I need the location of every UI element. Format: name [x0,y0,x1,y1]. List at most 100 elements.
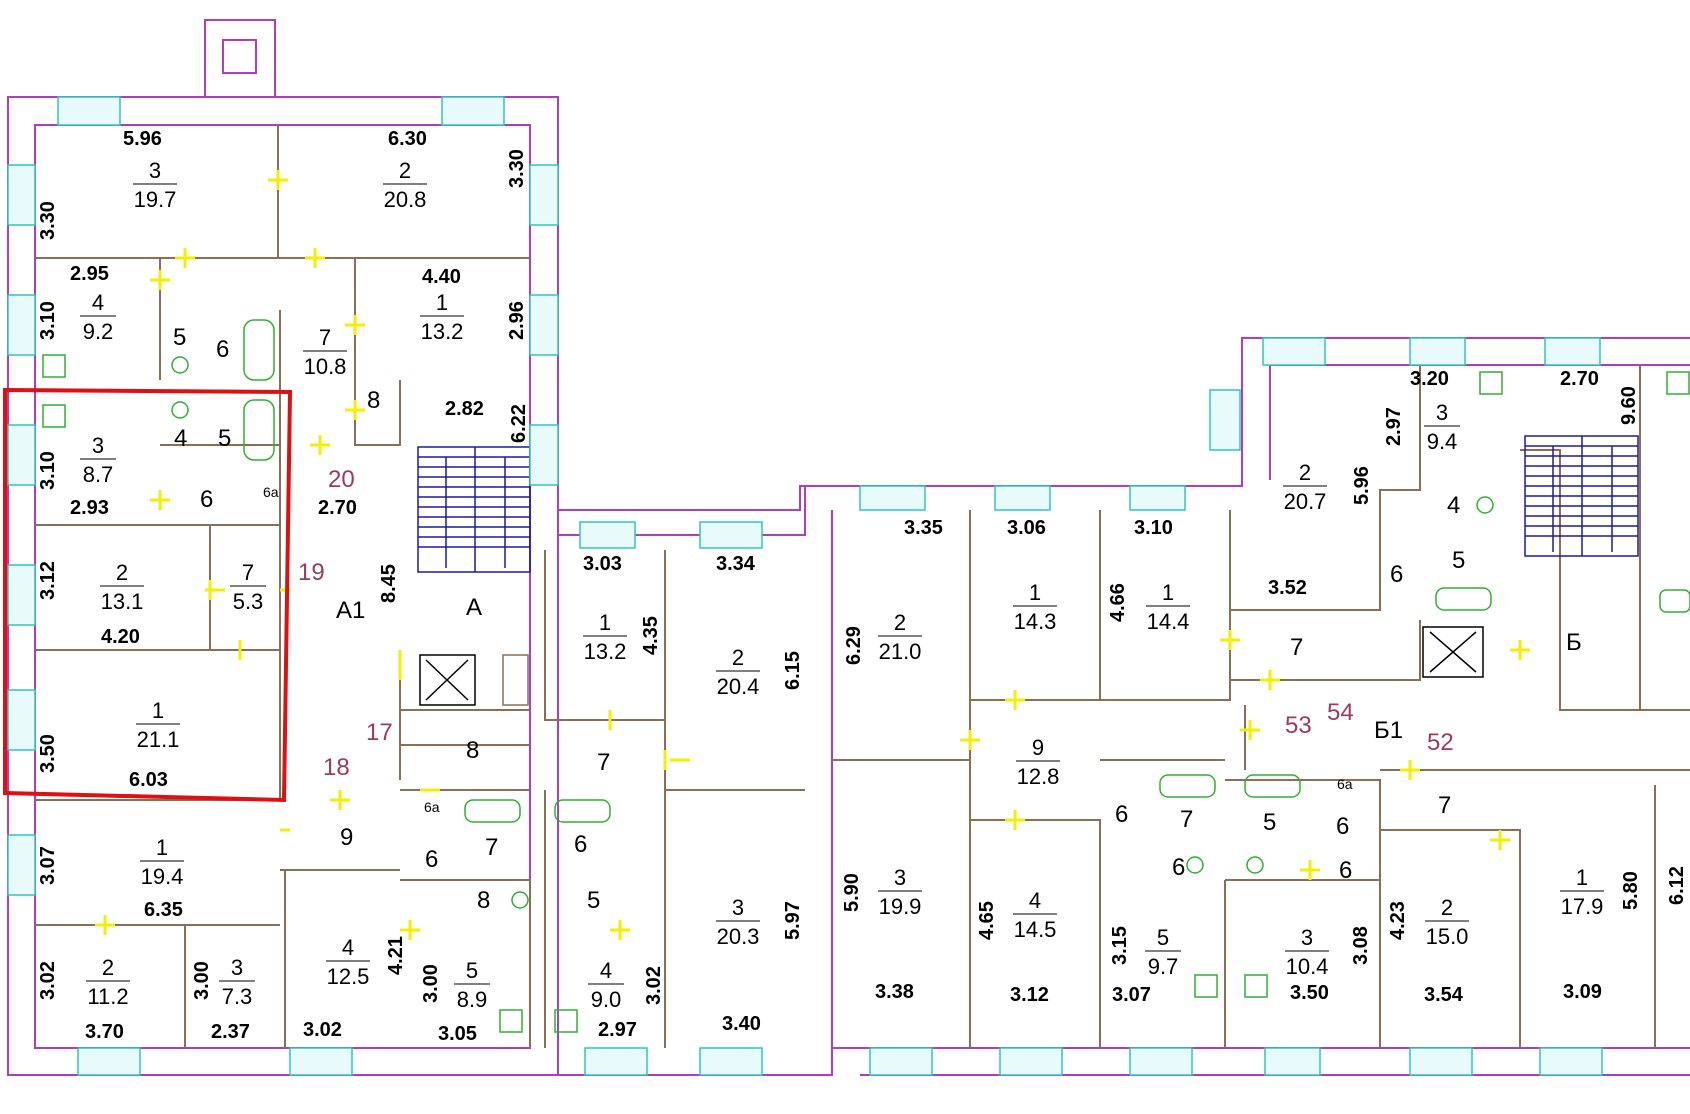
room-mark: 6 [425,846,438,873]
svg-text:9.4: 9.4 [1427,429,1458,454]
fixtures [42,319,1690,1033]
svg-text:3: 3 [92,433,104,458]
svg-text:3: 3 [894,865,906,890]
room-label: 414.5 [1013,888,1057,942]
svg-text:4: 4 [1029,888,1041,913]
room-label: 220.4 [716,645,760,699]
svg-text:5.3: 5.3 [233,589,264,614]
svg-text:2: 2 [732,645,744,670]
section-label: А [466,594,482,621]
lift-a [419,654,529,706]
dimension: 8.45 [378,564,400,603]
dimension: 9.60 [1618,386,1640,425]
room-mark: 6а [424,799,440,815]
svg-text:10.4: 10.4 [1286,954,1329,979]
section-label: А1 [336,597,365,624]
room-mark: 7 [485,834,498,861]
dimension: 3.30 [506,149,528,188]
room-label: 49.0 [588,958,624,1012]
dimension: 5.96 [1351,466,1373,505]
dimension: 4.65 [976,901,998,940]
room-mark: 6 [1339,857,1352,884]
room-label: 117.9 [1560,865,1604,919]
svg-text:3: 3 [1301,925,1313,950]
corridor-labels: 20 19 17 18 53 54 52 [298,466,1454,781]
svg-text:7.3: 7.3 [222,984,253,1009]
svg-text:15.0: 15.0 [1426,924,1469,949]
svg-text:7: 7 [242,560,254,585]
corridor-label: 17 [366,719,393,746]
svg-text:20.4: 20.4 [717,674,760,699]
doors [95,170,1530,940]
room-label: 412.5 [326,935,370,989]
room-labels: 319.7 220.8 49.2 113.2 710.8 38.7 213.1 … [80,158,1604,1012]
dimension: 2.93 [70,497,109,519]
room-label: 37.3 [219,955,255,1009]
svg-text:9: 9 [1032,735,1044,760]
dimension: 3.15 [1109,926,1131,965]
dimension: 5.96 [123,128,162,150]
svg-text:1: 1 [1576,865,1588,890]
svg-text:1: 1 [156,835,168,860]
dimension: 3.02 [37,961,59,1000]
dimension: 3.08 [1350,926,1372,965]
dimension: 5.90 [841,873,863,912]
dimension: 3.35 [904,517,943,539]
dimension: 6.15 [782,651,804,690]
room-mark: 7 [1290,634,1303,661]
svg-text:3: 3 [149,158,161,183]
dimension: 6.03 [129,769,168,791]
dimension: 3.50 [37,734,59,773]
svg-text:20.8: 20.8 [384,187,427,212]
room-mark: 6 [200,486,213,513]
svg-text:13.1: 13.1 [101,589,144,614]
svg-text:5: 5 [1157,925,1169,950]
room-label: 49.2 [80,290,116,344]
svg-text:14.5: 14.5 [1014,917,1057,942]
dimension: 3.09 [1563,981,1602,1003]
dimension: 4.40 [422,266,461,288]
svg-text:3: 3 [231,955,243,980]
dimension: 2.37 [211,1021,250,1043]
dimension: 3.54 [1424,984,1464,1006]
dimension: 3.07 [1112,984,1151,1006]
lift-b [1422,626,1484,678]
dimension: 6.35 [144,899,183,921]
dimension: 3.05 [438,1023,477,1045]
svg-text:12.5: 12.5 [327,964,370,989]
dimension: 3.34 [716,553,756,575]
svg-text:8.7: 8.7 [83,462,114,487]
room-mark: 4 [1447,492,1460,519]
dimension: 3.03 [583,553,622,575]
dimension: 4.20 [101,626,140,648]
dimension: 3.38 [875,981,914,1003]
room-label: 221.0 [878,610,922,664]
dimension: 3.10 [37,451,59,490]
dimension: 4.23 [1387,901,1409,940]
room-label: 710.8 [303,325,347,379]
svg-text:1: 1 [152,698,164,723]
dimension: 3.06 [1007,517,1046,539]
dimension: 5.97 [782,901,804,940]
room-label: 75.3 [230,560,266,614]
dimension: 6.22 [508,404,530,443]
svg-text:13.2: 13.2 [584,639,627,664]
dimension: 3.10 [37,301,59,340]
room-marks: 5 6 8 4 5 6 9 6 7 6 8 5 7 8 7 6 4 7 6 5 … [173,324,1465,914]
room-mark: 6а [1337,776,1353,792]
dimension: 2.95 [70,263,109,285]
svg-text:12.8: 12.8 [1017,764,1060,789]
svg-text:19.9: 19.9 [879,894,922,919]
room-mark: 6 [574,831,587,858]
dimension: 3.10 [1134,517,1173,539]
svg-text:20.3: 20.3 [717,924,760,949]
room-mark: 7 [1180,806,1193,833]
dimension: 2.97 [1383,407,1405,446]
svg-text:14.3: 14.3 [1014,609,1057,634]
svg-text:11.2: 11.2 [87,984,128,1009]
dimension: 2.82 [445,398,484,420]
svg-text:8.9: 8.9 [457,987,488,1012]
svg-text:7: 7 [319,325,331,350]
room-label: 113.2 [583,610,627,664]
